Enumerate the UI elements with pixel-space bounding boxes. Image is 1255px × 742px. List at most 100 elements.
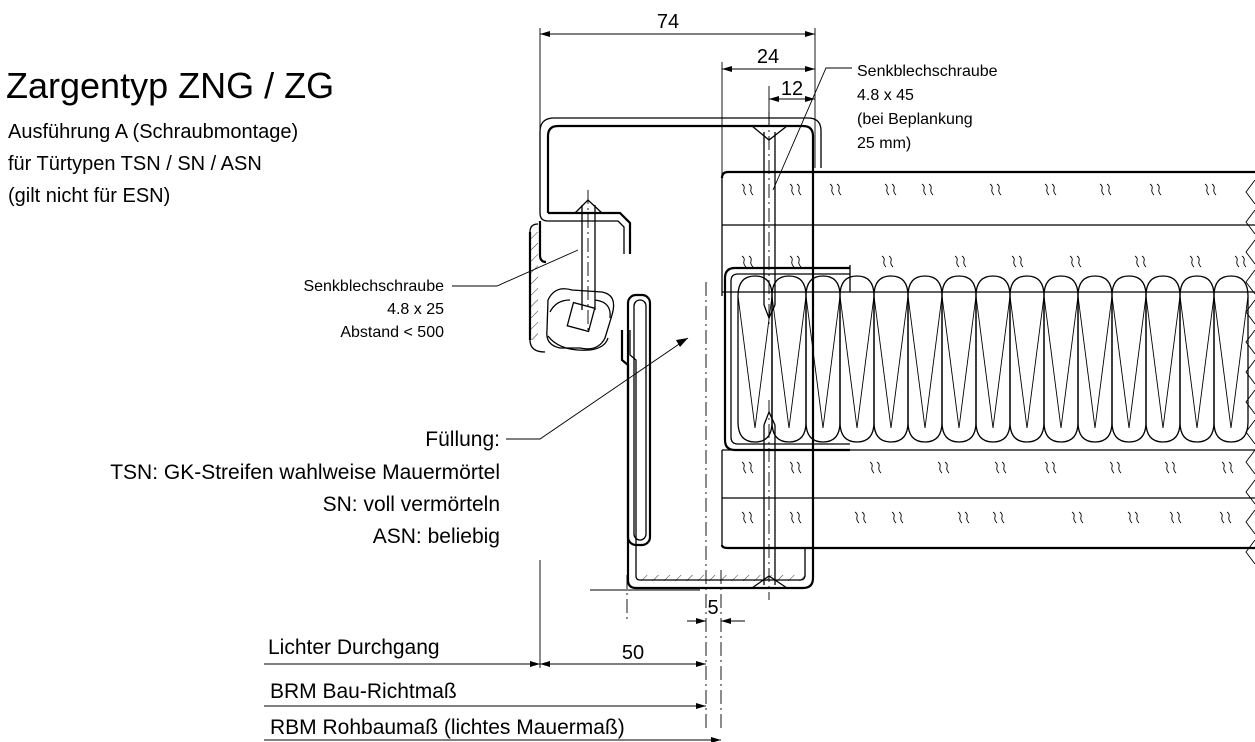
board-hatch-mark	[1001, 461, 1007, 474]
stud-profile	[723, 266, 850, 452]
board-hatch-mark	[1051, 183, 1057, 196]
board-hatch-mark	[1044, 461, 1050, 474]
break-mark	[1245, 419, 1255, 445]
board-hatch-mark	[1171, 461, 1177, 474]
board-hatch-mark	[741, 255, 747, 268]
filling-line-1: TSN: GK-Streifen wahlweise Mauermörtel	[110, 461, 500, 484]
brm-label: BRM Bau-Richtmaß	[270, 680, 457, 703]
board-hatch-mark	[944, 461, 950, 474]
break-mark	[1245, 179, 1255, 205]
subtitle-line-3: (gilt nicht für ESN)	[8, 185, 170, 207]
board-hatch-mark	[1164, 461, 1170, 474]
insulation-zigzag	[737, 295, 773, 429]
drywall-boards-upper	[720, 170, 1255, 296]
screw-left-size: 4.8 x 25	[387, 301, 444, 318]
break-mark	[1245, 239, 1255, 265]
break-mark	[1245, 509, 1255, 535]
board-hatch-mark	[1078, 511, 1084, 524]
board-hatch-mark	[992, 511, 998, 524]
board-hatch-mark	[1106, 183, 1112, 196]
insulation-zigzag	[1009, 295, 1045, 429]
board-hatch-mark	[961, 255, 967, 268]
board-hatch-mark	[1169, 511, 1175, 524]
board-hatch-mark	[829, 183, 835, 196]
board-hatch-mark	[741, 183, 747, 196]
board-hatch-mark	[1176, 511, 1182, 524]
board-hatch-mark	[1127, 511, 1133, 524]
board-hatch-mark	[881, 255, 887, 268]
board-hatch-mark	[1134, 255, 1140, 268]
board-hatch-mark	[1099, 183, 1105, 196]
insulation-loop	[1043, 275, 1079, 443]
subtitle-line-1: Ausführung A (Schraubmontage)	[8, 121, 298, 143]
board-hatch-mark	[1011, 255, 1017, 268]
board-hatch-mark	[741, 511, 747, 524]
board-hatch-mark	[1134, 511, 1140, 524]
board-hatch-mark	[1228, 461, 1234, 474]
break-mark	[1245, 479, 1255, 505]
board-hatch-mark	[748, 511, 754, 524]
break-mark	[1245, 329, 1255, 355]
rbm-arrow	[711, 737, 721, 742]
board-hatch-mark	[1076, 255, 1082, 268]
stud-profile-inner	[730, 273, 850, 445]
board-hatch-mark	[1241, 255, 1247, 268]
filling-line-3: ASN: beliebig	[373, 525, 500, 548]
board-hatch-mark	[1109, 461, 1115, 474]
dimension-12: 12	[768, 78, 815, 125]
board-hatch-mark	[1204, 183, 1210, 196]
insulation-zigzag	[941, 295, 977, 429]
board-hatch-mark	[884, 183, 890, 196]
board-hatch-mark	[891, 183, 897, 196]
board-hatch-mark	[1069, 255, 1075, 268]
break-mark	[1245, 389, 1255, 415]
board-hatch-mark	[1221, 461, 1227, 474]
insulation-loop	[1077, 275, 1113, 443]
insulation-zigzag	[805, 295, 841, 429]
insulation-loop	[907, 275, 943, 443]
frame-gap-inner	[633, 299, 647, 541]
board-hatch-mark	[796, 511, 802, 524]
board-hatch-mark	[999, 511, 1005, 524]
brm-arrow	[696, 703, 706, 709]
lichter-durchgang-label: Lichter Durchgang	[268, 636, 440, 659]
break-mark	[1245, 539, 1255, 565]
board-hatch-mark	[954, 255, 960, 268]
board-hatch-mark	[1234, 255, 1240, 268]
board-hatch-mark	[996, 183, 1002, 196]
door-frame-profile	[528, 117, 822, 590]
board-hatch-mark	[1051, 461, 1057, 474]
screw-upper	[751, 112, 788, 325]
screw-upper-leader	[772, 67, 852, 191]
board-hatch-mark	[957, 511, 963, 524]
insulation-loop	[1179, 275, 1215, 443]
board-hatch-mark	[789, 461, 795, 474]
insulation-loop	[1213, 275, 1249, 443]
board-hatch-mark	[789, 255, 795, 268]
board-hatch-mark	[796, 461, 802, 474]
insulation-loop	[975, 275, 1011, 443]
board-hatch-mark	[928, 183, 934, 196]
board-hatch-mark	[789, 183, 795, 196]
board-hatch-mark	[789, 511, 795, 524]
break-mark	[1245, 449, 1255, 475]
filling-leader	[506, 337, 689, 440]
break-mark	[1245, 299, 1255, 325]
drywall-hatch-marks	[741, 179, 1255, 565]
break-mark	[1245, 209, 1255, 235]
insulation-loop	[805, 275, 841, 443]
dimension-50-label: 50	[622, 642, 644, 664]
board-hatch-mark	[748, 461, 754, 474]
insulation-loop	[1009, 275, 1045, 443]
board-hatch-mark	[888, 255, 894, 268]
dimension-74-label: 74	[657, 11, 679, 33]
board-hatch-mark	[748, 255, 754, 268]
board-hatch-mark	[748, 183, 754, 196]
insulation-zigzag	[1077, 295, 1113, 429]
board-hatch-mark	[937, 461, 943, 474]
board-hatch-mark	[1116, 461, 1122, 474]
dimension-74: 74	[539, 11, 816, 168]
board-hatch-mark	[854, 511, 860, 524]
insulation-loop	[941, 275, 977, 443]
board-hatch-mark	[836, 183, 842, 196]
